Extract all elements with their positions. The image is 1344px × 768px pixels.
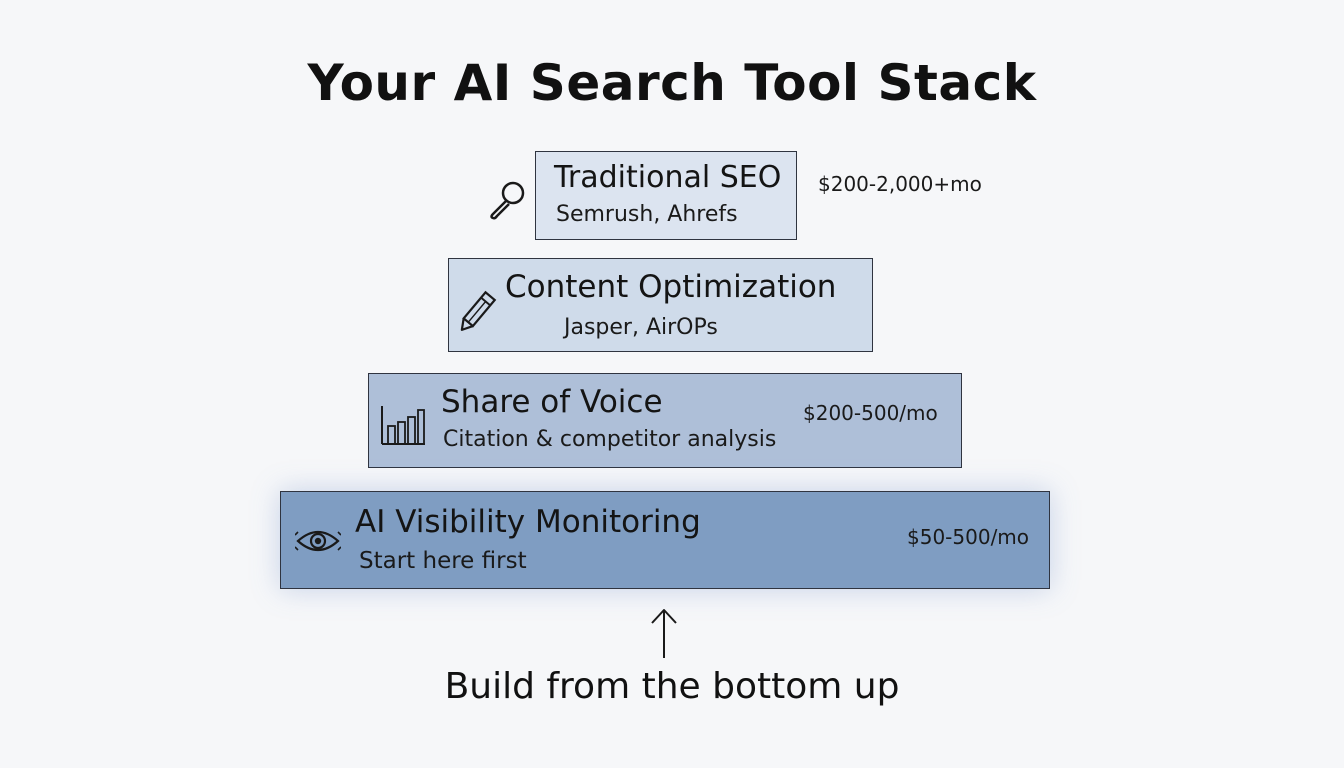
tier-subtitle: Semrush, Ahrefs xyxy=(556,202,738,227)
magnifying-glass-icon xyxy=(486,178,530,222)
tier-price: $200-2,000+mo xyxy=(818,172,982,196)
tier-price: $200-500/mo xyxy=(803,401,938,425)
tier-traditional-seo: Traditional SEO Semrush, Ahrefs xyxy=(535,151,797,240)
tier-name: AI Visibility Monitoring xyxy=(355,504,701,540)
diagram-title: Your AI Search Tool Stack xyxy=(307,54,1037,112)
tier-content-optimization: Content Optimization Jasper, AirOPs xyxy=(448,258,873,352)
eye-icon xyxy=(295,526,341,556)
footer-caption: Build from the bottom up xyxy=(444,666,900,707)
tier-subtitle: Citation & competitor analysis xyxy=(443,427,777,452)
tier-subtitle: Start here first xyxy=(359,548,527,574)
tier-name: Traditional SEO xyxy=(554,160,782,195)
tier-share-of-voice: Share of Voice Citation & competitor ana… xyxy=(368,373,962,468)
tier-name: Share of Voice xyxy=(441,384,663,420)
tier-name: Content Optimization xyxy=(505,269,837,305)
tier-subtitle: Jasper, AirOPs xyxy=(564,315,718,340)
up-arrow-icon xyxy=(648,606,680,664)
pencil-icon xyxy=(455,289,497,337)
tier-ai-visibility-monitoring: AI Visibility Monitoring Start here firs… xyxy=(280,491,1050,589)
tier-price: $50-500/mo xyxy=(907,525,1030,549)
bar-chart-icon xyxy=(379,402,427,446)
